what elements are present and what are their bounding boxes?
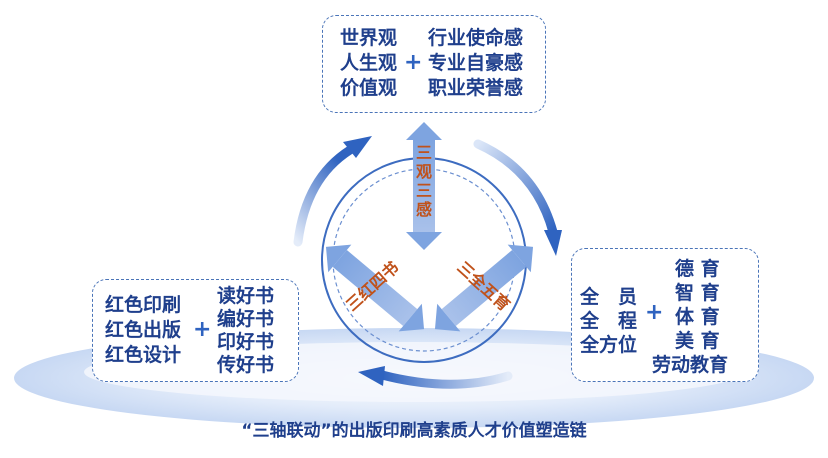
left-box-plus: + <box>193 317 212 342</box>
top-box-plus: + <box>404 50 423 75</box>
left-box <box>92 279 299 382</box>
left-box-right-line-2: 编好书 <box>217 308 275 330</box>
right-box-right-line-3: 体 育 <box>675 306 720 328</box>
left-box-left-line-1: 红色印刷 <box>105 294 182 316</box>
top-box-left-line-1: 世界观 <box>340 27 398 49</box>
cycle-arrow-right <box>473 139 562 256</box>
top-box-left-line-2: 人生观 <box>340 52 398 74</box>
diagram-caption: “三轴联动”的出版印刷高素质人才价值塑造链 <box>241 421 587 441</box>
right-box-right-line-5: 劳动教育 <box>652 354 729 376</box>
cycle-arrow-left <box>293 136 372 247</box>
right-box-right-line-4: 美 育 <box>675 330 720 352</box>
axis-right-arrow <box>434 244 534 332</box>
left-box-right-line-1: 读好书 <box>217 285 275 307</box>
axis-label-top: 三观三感 <box>416 143 432 219</box>
right-box-right-line-1: 德 育 <box>675 258 720 280</box>
right-box-right-line-2: 智 育 <box>675 282 720 304</box>
left-box-left-line-3: 红色设计 <box>105 344 182 366</box>
cycle-arrow-bottom <box>358 366 513 389</box>
right-box-plus: + <box>645 300 664 325</box>
top-box-right-line-3: 职业荣誉感 <box>428 77 524 99</box>
right-box-left-line-3: 全方位 <box>580 334 638 356</box>
right-box-left-line-1: 全 员 <box>580 286 638 308</box>
top-box <box>322 15 546 113</box>
left-box-left-line-2: 红色出版 <box>105 319 182 341</box>
axis-top-arrow <box>406 122 442 250</box>
top-box-right-line-1: 行业使命感 <box>428 27 524 49</box>
left-box-right-line-4: 传好书 <box>217 354 275 376</box>
top-box-left-line-3: 价值观 <box>340 77 398 99</box>
top-box-right-line-2: 专业自豪感 <box>428 52 524 74</box>
axis-left-arrow <box>325 244 425 332</box>
right-box <box>571 248 759 382</box>
right-box-left-line-2: 全 程 <box>580 310 638 332</box>
left-box-right-line-3: 印好书 <box>217 331 275 353</box>
